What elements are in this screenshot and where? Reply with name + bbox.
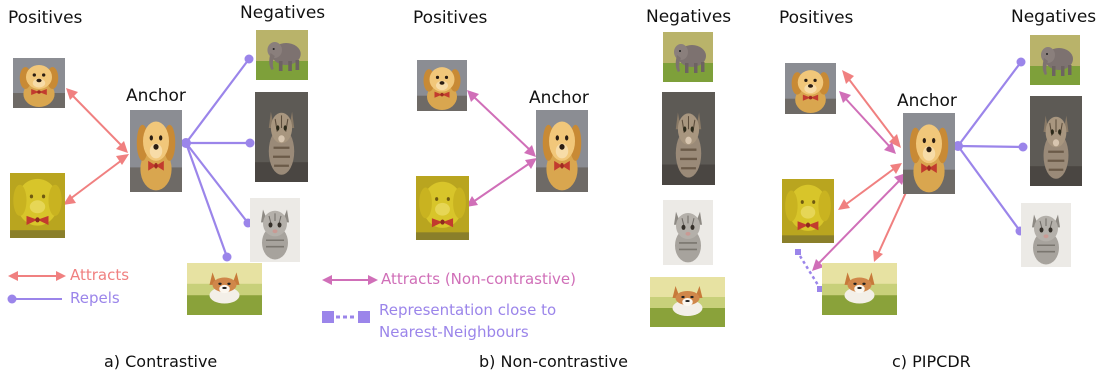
negative-image-tabby-kitten bbox=[662, 92, 715, 185]
positives-label: Positives bbox=[413, 8, 488, 28]
positive-image-tinted-puppy bbox=[416, 176, 469, 240]
positives-label: Positives bbox=[779, 8, 854, 28]
attract-nc-arrow bbox=[467, 90, 536, 157]
negative-image-elephant bbox=[256, 30, 308, 80]
panel-pipcdr bbox=[782, 35, 1082, 315]
anchor-image bbox=[536, 110, 588, 192]
positive-image-tinted-puppy bbox=[782, 179, 834, 243]
legend-attracts-nc-label: Attracts (Non-contrastive) bbox=[381, 270, 576, 288]
negative-image-elephant bbox=[663, 32, 713, 82]
legend-repels-label: Repels bbox=[70, 289, 120, 307]
positive-image-puppy bbox=[13, 58, 65, 108]
caption-pipcdr: c) PIPCDR bbox=[892, 352, 971, 371]
legend-nearest-neighbour-label-1: Representation close to bbox=[379, 301, 557, 319]
legend-attracts-label: Attracts bbox=[70, 266, 130, 284]
attract-arrow bbox=[66, 88, 128, 153]
negatives-label: Negatives bbox=[1011, 7, 1097, 27]
anchor-image bbox=[130, 110, 182, 192]
caption-non-contrastive: b) Non-contrastive bbox=[479, 352, 628, 371]
caption-contrastive: a) Contrastive bbox=[104, 352, 218, 371]
negative-image-grey-kitten bbox=[250, 198, 300, 262]
negative-image-grey-kitten bbox=[1021, 203, 1071, 267]
negative-image-grey-kitten bbox=[663, 200, 713, 265]
legend-nearest-neighbour-label-2: Nearest-Neighbours bbox=[379, 323, 529, 341]
attract-arrow bbox=[838, 163, 902, 210]
anchor-label: Anchor bbox=[126, 86, 186, 106]
negative-image-tabby-kitten bbox=[255, 92, 308, 182]
anchor-image bbox=[903, 113, 955, 194]
positive-image-tinted-puppy bbox=[10, 173, 65, 238]
negatives-label: Negatives bbox=[646, 7, 732, 27]
attract-arrow bbox=[842, 70, 901, 148]
negative-image-corgi bbox=[650, 277, 725, 327]
panel-contrastive bbox=[7, 30, 308, 315]
negatives-label: Negatives bbox=[240, 3, 326, 23]
negative-image-tabby-kitten bbox=[1030, 96, 1082, 186]
positive-image-puppy bbox=[785, 63, 836, 114]
attract-nc-arrow bbox=[466, 158, 537, 207]
negative-image-corgi bbox=[187, 263, 262, 315]
panel-non-contrastive bbox=[322, 32, 725, 327]
legend-repel-marker bbox=[7, 294, 62, 304]
legend-attract-marker bbox=[8, 271, 66, 281]
anchor-label: Anchor bbox=[529, 88, 589, 108]
positive-image-puppy bbox=[417, 60, 467, 111]
repel-line bbox=[181, 54, 255, 262]
positives-label: Positives bbox=[8, 8, 83, 28]
nearest-neighbour-link bbox=[795, 249, 823, 292]
negative-image-elephant bbox=[1030, 35, 1080, 85]
anchor-label: Anchor bbox=[897, 91, 957, 111]
legend-nearest-neighbour-marker bbox=[322, 311, 370, 323]
attract-arrow bbox=[63, 154, 129, 205]
repel-line bbox=[953, 57, 1028, 236]
negative-image-corgi bbox=[822, 263, 897, 315]
attract-nc-arrow bbox=[839, 91, 896, 154]
legend-attract-nc-marker bbox=[322, 275, 378, 285]
